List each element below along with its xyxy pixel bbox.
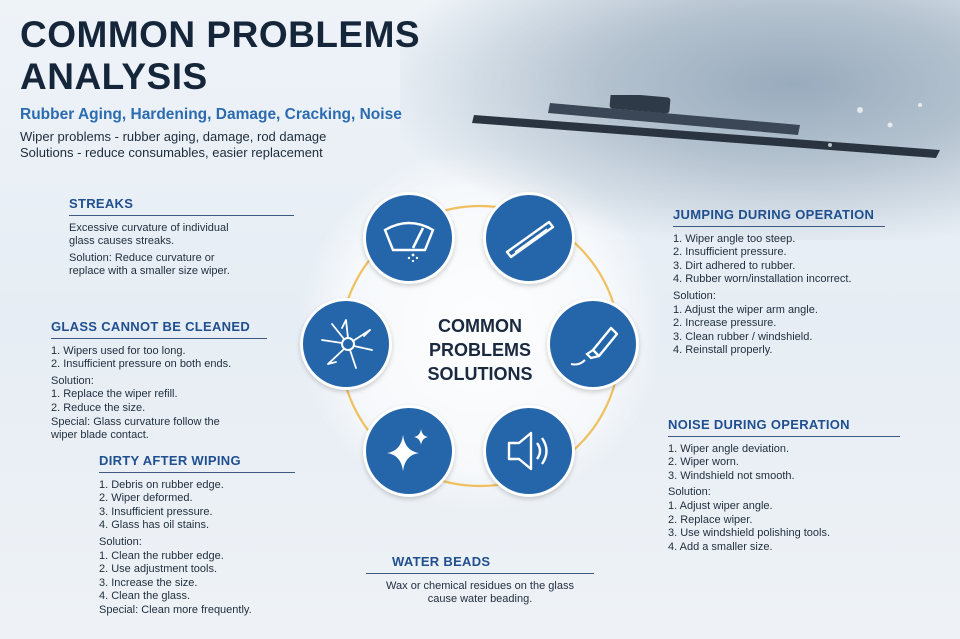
sparkle-icon-circle [363,405,455,497]
streaks-section: STREAKS Excessive curvature of individua… [69,197,294,279]
noise-section: NOISE DURING OPERATION 1. Wiper angle de… [668,418,900,554]
wiper-spray-icon-circle [363,192,455,284]
speaker-sound-icon [507,431,548,471]
speaker-sound-icon-circle [483,405,575,497]
page-title: COMMON PROBLEMS ANALYSIS [20,14,421,97]
sparkle-icon [387,429,428,471]
cracked-glass-icon-circle [300,298,392,390]
glass-section: GLASS CANNOT BE CLEANED 1. Wipers used f… [51,320,267,443]
wiper-blade-image [472,95,940,158]
jumping-section: JUMPING DURING OPERATION 1. Wiper angle … [673,208,885,358]
wiper-blade-icon-circle [483,192,575,284]
intro-text: Wiper problems - rubber aging, damage, r… [20,129,327,160]
water-heading: WATER BEADS [366,555,594,574]
glue-tube-icon-circle [547,298,639,390]
dirty-section: DIRTY AFTER WIPING 1. Debris on rubber e… [99,454,295,618]
streaks-heading: STREAKS [69,197,294,216]
cracked-glass-icon [321,319,373,369]
water-section: WATER BEADS Wax or chemical residues on … [366,555,594,607]
glass-heading: GLASS CANNOT BE CLEANED [51,320,267,339]
page-subtitle: Rubber Aging, Hardening, Damage, Crackin… [20,106,402,123]
wiper-spray-icon [383,221,435,263]
noise-heading: NOISE DURING OPERATION [668,418,900,437]
dirty-heading: DIRTY AFTER WIPING [99,454,295,473]
wiper-blade-icon [505,220,555,259]
center-title: COMMON PROBLEMS SOLUTIONS [427,316,533,384]
glue-tube-icon [570,326,619,366]
jumping-heading: JUMPING DURING OPERATION [673,208,885,227]
